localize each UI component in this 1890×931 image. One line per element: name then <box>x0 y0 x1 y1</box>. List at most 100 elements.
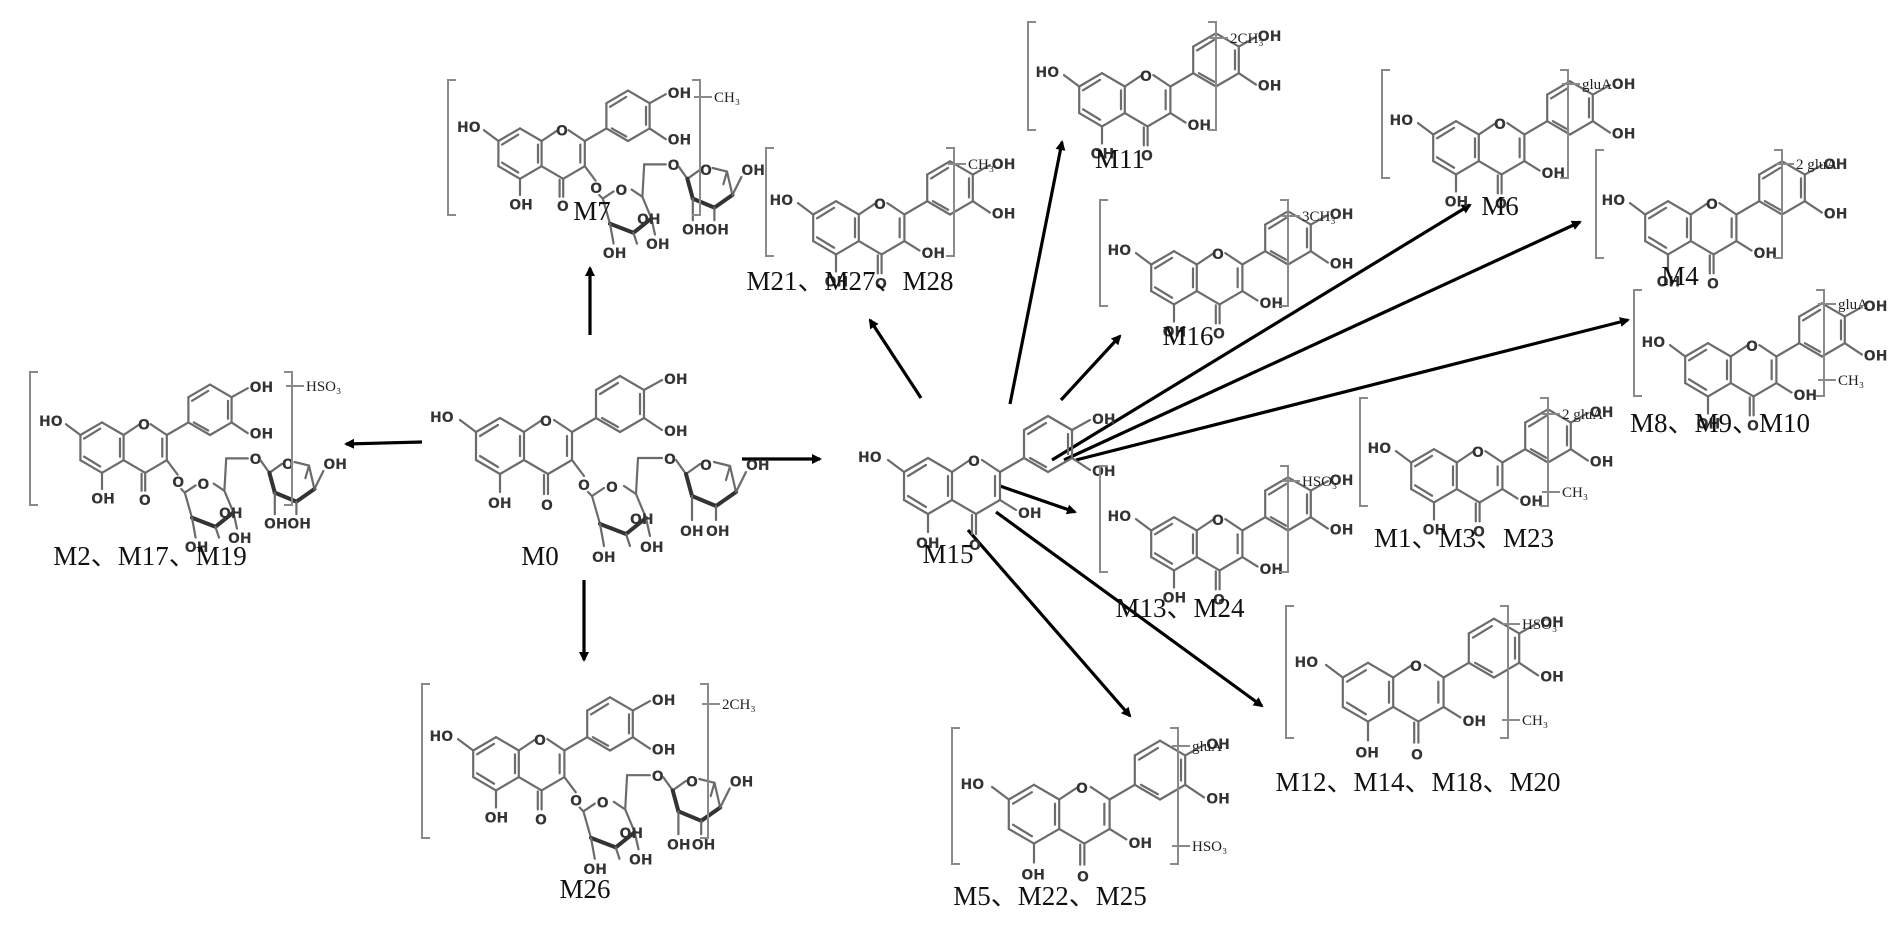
bracket-left <box>447 79 456 216</box>
compound-label-m8: M8、M9、M10 <box>1630 408 1810 438</box>
substituent-label: HSO₃ <box>1192 839 1227 855</box>
atom-label: HO <box>1036 65 1060 81</box>
atom-label: OH <box>992 157 1016 173</box>
atom-label: OH <box>652 742 676 758</box>
atom-label: O <box>250 452 262 468</box>
atom-label: OH <box>706 524 730 540</box>
bracket-left <box>1381 69 1390 179</box>
atom-label: O <box>534 733 546 749</box>
atom-label: O <box>1077 869 1089 885</box>
bracket-right <box>946 147 955 257</box>
bracket-right <box>1774 149 1783 259</box>
atom-label: OH <box>1260 296 1284 312</box>
atom-label: OH <box>1864 299 1888 315</box>
compound-label-m11: M11 <box>1095 144 1145 174</box>
bracket-left <box>1027 21 1036 131</box>
substituent-label: gluA <box>1192 739 1222 755</box>
atom-label: OH <box>1129 836 1153 852</box>
compound-label-m16: M16 <box>1162 321 1213 351</box>
compound-label-m0: M0 <box>521 541 559 571</box>
atom-label: OH <box>1824 157 1848 173</box>
atom-label: HO <box>430 410 454 426</box>
arrow-m15-to-m6 <box>1051 203 1472 462</box>
substituent-label: CH₃ <box>714 90 740 106</box>
atom-label: OH <box>916 536 940 552</box>
atom-label: HO <box>1368 441 1392 457</box>
atom-label: O <box>1472 445 1484 461</box>
bracket-right <box>1280 465 1289 573</box>
bracket-left <box>1359 397 1368 507</box>
substituent-label: CH₃ <box>1562 485 1588 501</box>
atom-label: O <box>1141 149 1153 165</box>
atom-label: HO <box>39 414 63 430</box>
atom-label: O <box>1473 525 1485 541</box>
substituent-label: 2 gluA <box>1796 157 1837 173</box>
compound-label-m13: M13、M24 <box>1115 593 1245 623</box>
arrow-m15-to-m5 <box>966 528 1132 718</box>
atom-label: HO <box>1390 113 1414 129</box>
atom-label: OH <box>1612 126 1636 142</box>
compound-label-m1: M1、M3、M23 <box>1374 523 1554 553</box>
bracket-left <box>1285 605 1294 739</box>
atom-label: OH <box>1824 206 1848 222</box>
atom-label: OH <box>705 223 729 239</box>
compound-label-m2: M2、M17、M19 <box>53 541 247 571</box>
substituent-label: 3CH₃ <box>1302 209 1336 225</box>
atom-label: OH <box>185 540 209 556</box>
atom-label: O <box>664 452 676 468</box>
atom-label: OH <box>1657 275 1681 291</box>
atom-label: HO <box>1108 243 1132 259</box>
compound-label-m5: M5、M22、M25 <box>953 881 1147 911</box>
atom-label: OH <box>664 372 688 388</box>
bracket-right <box>1560 69 1569 179</box>
atom-label: OH <box>637 212 661 228</box>
atom-label: OH <box>992 206 1016 222</box>
atom-label: O <box>541 498 553 514</box>
bracket-right <box>1540 397 1549 507</box>
arrow-m15-to-m12 <box>995 510 1264 708</box>
atom-label: O <box>172 475 184 491</box>
atom-label: OH <box>1542 166 1566 182</box>
atom-label: O <box>1747 419 1759 435</box>
atom-label: OH <box>741 163 765 179</box>
atom-label: O <box>1411 747 1423 763</box>
bracket-right <box>700 683 709 839</box>
atom-label: OH <box>682 223 706 239</box>
atom-label: O <box>652 769 664 785</box>
atom-label: OH <box>1864 348 1888 364</box>
atom-label: OH <box>1330 207 1354 223</box>
arrow-m0-to-m2 <box>344 438 423 449</box>
bracket-left <box>951 727 960 865</box>
substituent-label: gluA <box>1838 297 1868 313</box>
atom-label: O <box>1213 327 1225 343</box>
compound-label-m12: M12、M14、M18、M20 <box>1275 767 1560 797</box>
atom-label: O <box>139 493 151 509</box>
atom-label: O <box>969 538 981 554</box>
atom-label: OH <box>1540 670 1564 686</box>
compound-label-m6: M6 <box>1481 191 1519 221</box>
atom-label: O <box>535 813 547 829</box>
atom-label: O <box>570 794 582 810</box>
atom-label: O <box>700 163 712 179</box>
atom-label: O <box>615 183 627 199</box>
atom-label: OH <box>1330 473 1354 489</box>
reaction-arrows <box>344 140 1630 718</box>
substituent-label: CH₃ <box>1522 713 1548 729</box>
bracket-right <box>1208 21 1217 131</box>
atom-label: O <box>700 458 712 474</box>
atom-label: OH <box>630 512 654 528</box>
atom-label: O <box>1746 339 1758 355</box>
atom-label: O <box>557 199 569 215</box>
substituent-label: gluA <box>1582 77 1612 93</box>
atom-label: OH <box>1794 388 1818 404</box>
atom-label: OH <box>646 237 670 253</box>
atom-label: OH <box>91 491 115 507</box>
atom-label: OH <box>1206 737 1230 753</box>
